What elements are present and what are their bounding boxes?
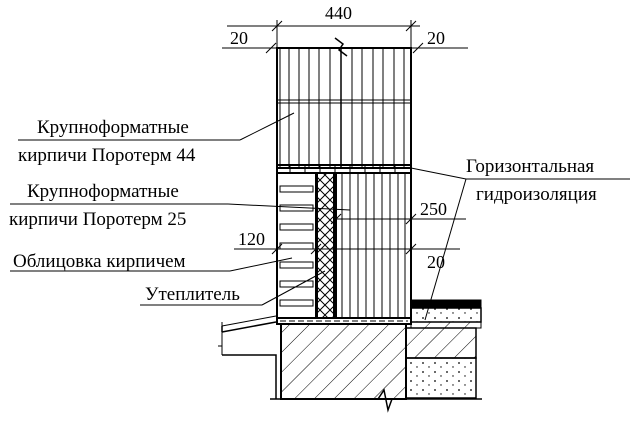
dim-top-left-gap: 20 <box>230 28 248 48</box>
floor-construction <box>410 299 482 329</box>
label-cladding: Облицовка кирпичем <box>13 251 186 272</box>
label-waterproofing-line1: Горизонтальная <box>466 156 594 177</box>
cladding-brick <box>276 172 317 323</box>
label-porotherm-44-line2: кирпичи Поротерм 44 <box>18 145 196 166</box>
leader-lines <box>10 112 630 321</box>
dim-inner-width: 250 <box>420 199 447 219</box>
dim-top-width: 440 <box>325 3 352 23</box>
dimension-lines <box>222 20 468 255</box>
label-porotherm-25-line1: Крупноформатные <box>27 181 179 202</box>
insulation-layer <box>316 172 335 323</box>
exterior-blind-area <box>218 315 277 399</box>
label-insulation: Утеплитель <box>145 284 240 305</box>
label-porotherm-25-line2: кирпичи Поротерм 25 <box>9 209 186 230</box>
label-waterproofing-line2: гидроизоляция <box>476 184 597 205</box>
lower-wall-porotherm-25 <box>335 172 412 323</box>
upper-wall-porotherm-44 <box>276 37 412 169</box>
dim-inner-right-gap: 20 <box>427 252 445 272</box>
label-porotherm-44-line1: Крупноформатные <box>37 117 189 138</box>
dim-top-right-gap: 20 <box>427 28 445 48</box>
dim-cladding-width: 120 <box>238 229 265 249</box>
foundation-block <box>270 323 482 413</box>
